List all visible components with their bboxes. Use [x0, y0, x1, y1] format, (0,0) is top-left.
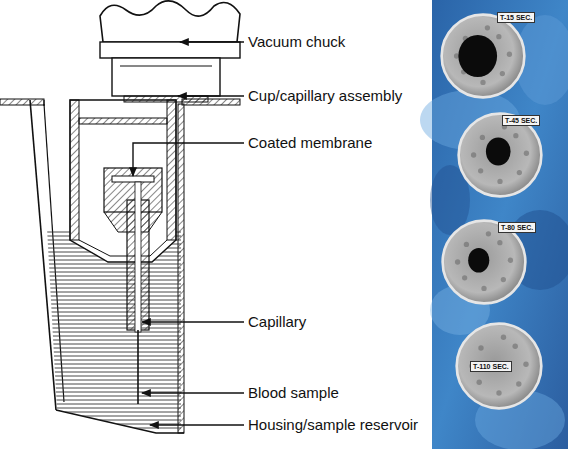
micrograph-circle: T-110 SEC.: [454, 321, 544, 411]
surface-texture: [481, 286, 486, 291]
cup-wall: [167, 100, 176, 240]
surface-texture: [497, 179, 502, 184]
time-label: T-15 SEC.: [497, 12, 535, 23]
chuck-stem: [112, 58, 220, 96]
part-label: Vacuum chuck: [248, 33, 345, 51]
surface-texture: [496, 34, 501, 39]
surface-texture: [462, 275, 467, 280]
cup-body: [70, 100, 176, 262]
membrane-pore: [458, 35, 497, 77]
micrograph-disc: [459, 114, 542, 197]
surface-texture: [471, 152, 476, 157]
leader-arrow: [142, 392, 244, 393]
surface-texture: [480, 135, 485, 140]
leader-arrow: [133, 143, 244, 176]
vacuum-chuck: [100, 1, 240, 102]
membrane-pore: [468, 248, 489, 273]
chuck-detail: [120, 66, 212, 67]
surface-texture: [507, 52, 512, 57]
part-label: Cup/capillary assembly: [248, 87, 402, 105]
leader-arrows: [133, 42, 244, 425]
surface-texture: [501, 277, 506, 282]
time-label: T-45 SEC.: [502, 115, 540, 126]
housing-wall: [43, 100, 44, 106]
micrograph-disc: [457, 324, 542, 409]
cup-ledge: [79, 118, 167, 124]
part-label: Capillary: [248, 313, 306, 331]
part-label: Coated membrane: [248, 134, 372, 152]
circle-outline: [439, 12, 527, 100]
micrograph-disc: [443, 221, 526, 304]
capillary-tube: [137, 330, 139, 404]
surface-texture: [508, 258, 513, 263]
housing-wall: [44, 104, 64, 402]
time-label: T-80 SEC.: [498, 222, 536, 233]
surface-texture: [517, 170, 522, 175]
micrograph-disc: [442, 15, 525, 98]
housing: [0, 99, 240, 433]
surface-texture: [477, 380, 482, 385]
micrograph-circle: T-15 SEC.: [439, 12, 527, 100]
surface-texture: [496, 390, 501, 395]
surface-texture: [516, 381, 521, 386]
surface-texture: [455, 259, 460, 264]
time-label: T-110 SEC.: [470, 361, 512, 372]
membrane-pore: [486, 137, 511, 165]
surface-texture: [524, 151, 529, 156]
coated-membrane: [112, 176, 154, 182]
surface-texture: [513, 133, 518, 138]
cup-wall: [70, 100, 79, 240]
surface-texture: [486, 231, 491, 236]
leader-arrow: [150, 424, 244, 425]
part-label: Housing/sample reservoir: [248, 416, 418, 434]
surface-texture: [478, 345, 483, 350]
surface-texture: [480, 80, 485, 85]
chuck-head: [100, 1, 240, 42]
chuck-collar: [100, 42, 240, 58]
housing-bottom: [56, 410, 184, 433]
micrograph-circle: T-45 SEC.: [456, 111, 544, 199]
surface-texture: [523, 362, 528, 367]
micrograph-circle: T-80 SEC.: [440, 218, 528, 306]
cup-assembly: [70, 100, 176, 404]
part-label: Blood sample: [248, 384, 339, 402]
leader-arrow: [178, 95, 244, 96]
surface-texture: [497, 240, 502, 245]
surface-texture: [500, 71, 505, 76]
chuck-seal: [124, 96, 208, 102]
surface-texture: [501, 335, 506, 340]
housing-wall: [30, 100, 56, 410]
surface-texture: [478, 168, 483, 173]
flange-rim: [0, 99, 44, 105]
surface-texture: [464, 242, 469, 247]
leader-arrow: [142, 321, 244, 322]
surface-texture: [513, 344, 518, 349]
surface-texture: [485, 25, 490, 30]
micrograph-panel: [420, 0, 568, 449]
capillary-bore: [135, 182, 141, 332]
leader-arrow: [180, 41, 244, 42]
cup-floor: [79, 240, 167, 256]
